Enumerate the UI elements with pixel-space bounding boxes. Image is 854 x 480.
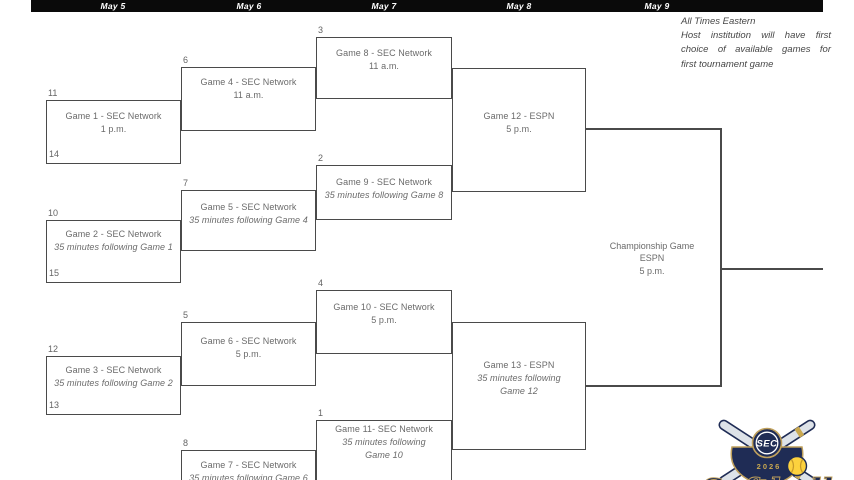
game-title: Game 10 - SEC Network bbox=[333, 302, 435, 312]
date-may-5: May 5 bbox=[100, 1, 126, 11]
date-may-7: May 7 bbox=[371, 1, 397, 11]
seed-label: 6 bbox=[183, 55, 189, 65]
logo-wordmark: Softball bbox=[703, 473, 833, 480]
game-5-label: Game 5 - SEC Network 35 minutes followin… bbox=[182, 201, 315, 227]
seed-label: 12 bbox=[48, 344, 59, 354]
championship-network: ESPN bbox=[639, 253, 665, 264]
game-11-box: 1 Game 11- SEC Network 35 minutes follow… bbox=[316, 408, 452, 480]
game-5-box: 7 Game 5 - SEC Network 35 minutes follow… bbox=[181, 178, 316, 251]
seed-label: 15 bbox=[49, 268, 60, 278]
game-7-box: 8 Game 7 - SEC Network 35 minutes follow… bbox=[181, 438, 316, 480]
game-13-winner-line bbox=[585, 385, 722, 387]
game-title: Game 4 - SEC Network bbox=[200, 77, 297, 87]
game-13-label: Game 13 - ESPN 35 minutes following Game… bbox=[453, 359, 585, 398]
game-title: Game 7 - SEC Network bbox=[200, 460, 297, 470]
game-title: Game 9 - SEC Network bbox=[335, 177, 433, 187]
game-title: Game 2 - SEC Network bbox=[65, 229, 162, 239]
game-9-label: Game 9 - SEC Network 35 minutes followin… bbox=[317, 176, 451, 202]
game-time: 35 minutes following bbox=[477, 373, 561, 383]
game-title: Game 6 - SEC Network bbox=[200, 336, 297, 346]
game-time: 5 p.m. bbox=[235, 349, 262, 359]
game-time: Game 10 bbox=[365, 450, 403, 460]
game-time: 11 a.m. bbox=[368, 61, 400, 71]
seed-label: 14 bbox=[49, 149, 60, 159]
date-header-bar: May 5 May 6 May 7 May 8 May 9 bbox=[31, 0, 823, 12]
seed-label: 5 bbox=[183, 310, 189, 320]
seed-label: 4 bbox=[318, 278, 324, 288]
game-3-box: 12 13 Game 3 - SEC Network 35 minutes fo… bbox=[46, 344, 181, 415]
game-6-box: 5 Game 6 - SEC Network 5 p.m. bbox=[181, 310, 316, 386]
game-time: 5 p.m. bbox=[506, 124, 532, 134]
game-8-label: Game 8 - SEC Network 11 a.m. bbox=[317, 47, 451, 73]
championship-bracket-line bbox=[720, 128, 722, 386]
game-time: 5 p.m. bbox=[371, 315, 397, 325]
game-time: 35 minutes following Game 8 bbox=[324, 190, 444, 200]
date-may-6: May 6 bbox=[236, 1, 262, 11]
game-10-label: Game 10 - SEC Network 5 p.m. bbox=[317, 301, 451, 327]
game-9-box: 2 Game 9 - SEC Network 35 minutes follow… bbox=[316, 153, 452, 220]
game-title: Game 13 - ESPN bbox=[483, 360, 555, 370]
game-time: 1 p.m. bbox=[100, 124, 127, 134]
game-time: 11 a.m. bbox=[233, 90, 264, 100]
note-line: choice of available games for bbox=[681, 44, 831, 56]
sec-text: SEC bbox=[756, 439, 777, 450]
seed-label: 11 bbox=[48, 88, 58, 98]
game-time: Game 12 bbox=[500, 386, 538, 396]
seed-label: 1 bbox=[318, 408, 324, 418]
seed-label: 2 bbox=[318, 153, 324, 163]
note-line: Host institution will have first bbox=[681, 30, 831, 42]
seed-label: 10 bbox=[48, 208, 59, 218]
date-may-9: May 9 bbox=[644, 1, 670, 11]
sec-medallion-icon: SEC bbox=[751, 427, 783, 459]
sec-softball-logo: SEC 2026 Softball bbox=[703, 419, 833, 480]
game-8-box: 3 Game 8 - SEC Network 11 a.m. bbox=[316, 25, 452, 99]
game-4-label: Game 4 - SEC Network 11 a.m. bbox=[182, 76, 315, 102]
date-may-8: May 8 bbox=[506, 1, 532, 11]
seed-label: 7 bbox=[183, 178, 189, 188]
game-title: Game 11- SEC Network bbox=[335, 424, 433, 434]
seed-label: 8 bbox=[183, 438, 189, 448]
championship-title: Championship Game bbox=[609, 241, 695, 251]
note-line: first tournament game bbox=[681, 58, 774, 70]
game-time: 35 minutes following bbox=[342, 437, 426, 447]
game-2-label: Game 2 - SEC Network 35 minutes followin… bbox=[47, 228, 180, 254]
game-12-label: Game 12 - ESPN 5 p.m. bbox=[453, 110, 585, 136]
championship-time: 5 p.m. bbox=[639, 265, 665, 276]
tournament-note: All Times Eastern Host institution will … bbox=[681, 15, 831, 72]
game-7-label: Game 7 - SEC Network 35 minutes followin… bbox=[182, 459, 315, 480]
game-4-box: 6 Game 4 - SEC Network 11 a.m. bbox=[181, 55, 316, 131]
game-2-box: 10 15 Game 2 - SEC Network 35 minutes fo… bbox=[46, 208, 181, 283]
game-title: Game 12 - ESPN bbox=[483, 111, 555, 121]
game-time: 35 minutes following Game 2 bbox=[54, 378, 173, 388]
game-time: 35 minutes following Game 1 bbox=[54, 242, 173, 252]
game-11-label: Game 11- SEC Network 35 minutes followin… bbox=[317, 423, 451, 462]
softball-icon bbox=[786, 455, 808, 477]
seed-label: 3 bbox=[318, 25, 324, 35]
game-title: Game 3 - SEC Network bbox=[65, 365, 162, 375]
game-time: 35 minutes following Game 6 bbox=[189, 473, 308, 480]
note-line: All Times Eastern bbox=[681, 16, 756, 27]
game-title: Game 1 - SEC Network bbox=[65, 111, 162, 121]
game-title: Game 5 - SEC Network bbox=[200, 202, 297, 212]
game-10-box: 4 Game 10 - SEC Network 5 p.m. bbox=[316, 278, 452, 354]
game-13-box: Game 13 - ESPN 35 minutes following Game… bbox=[452, 322, 586, 450]
game-6-label: Game 6 - SEC Network 5 p.m. bbox=[182, 335, 315, 361]
game-title: Game 8 - SEC Network bbox=[335, 48, 433, 58]
game-12-winner-line bbox=[585, 128, 722, 130]
game-3-label: Game 3 - SEC Network 35 minutes followin… bbox=[47, 364, 180, 390]
seed-label: 13 bbox=[49, 400, 60, 410]
game-1-box: 11 14 Game 1 - SEC Network 1 p.m. bbox=[46, 88, 181, 164]
game-1-label: Game 1 - SEC Network 1 p.m. bbox=[47, 110, 180, 136]
game-12-box: Game 12 - ESPN 5 p.m. bbox=[452, 68, 586, 192]
championship-label: Championship Game ESPN 5 p.m. bbox=[588, 240, 716, 277]
champion-line bbox=[720, 268, 823, 270]
logo-year: 2026 bbox=[757, 462, 782, 471]
game-time: 35 minutes following Game 4 bbox=[189, 215, 308, 225]
